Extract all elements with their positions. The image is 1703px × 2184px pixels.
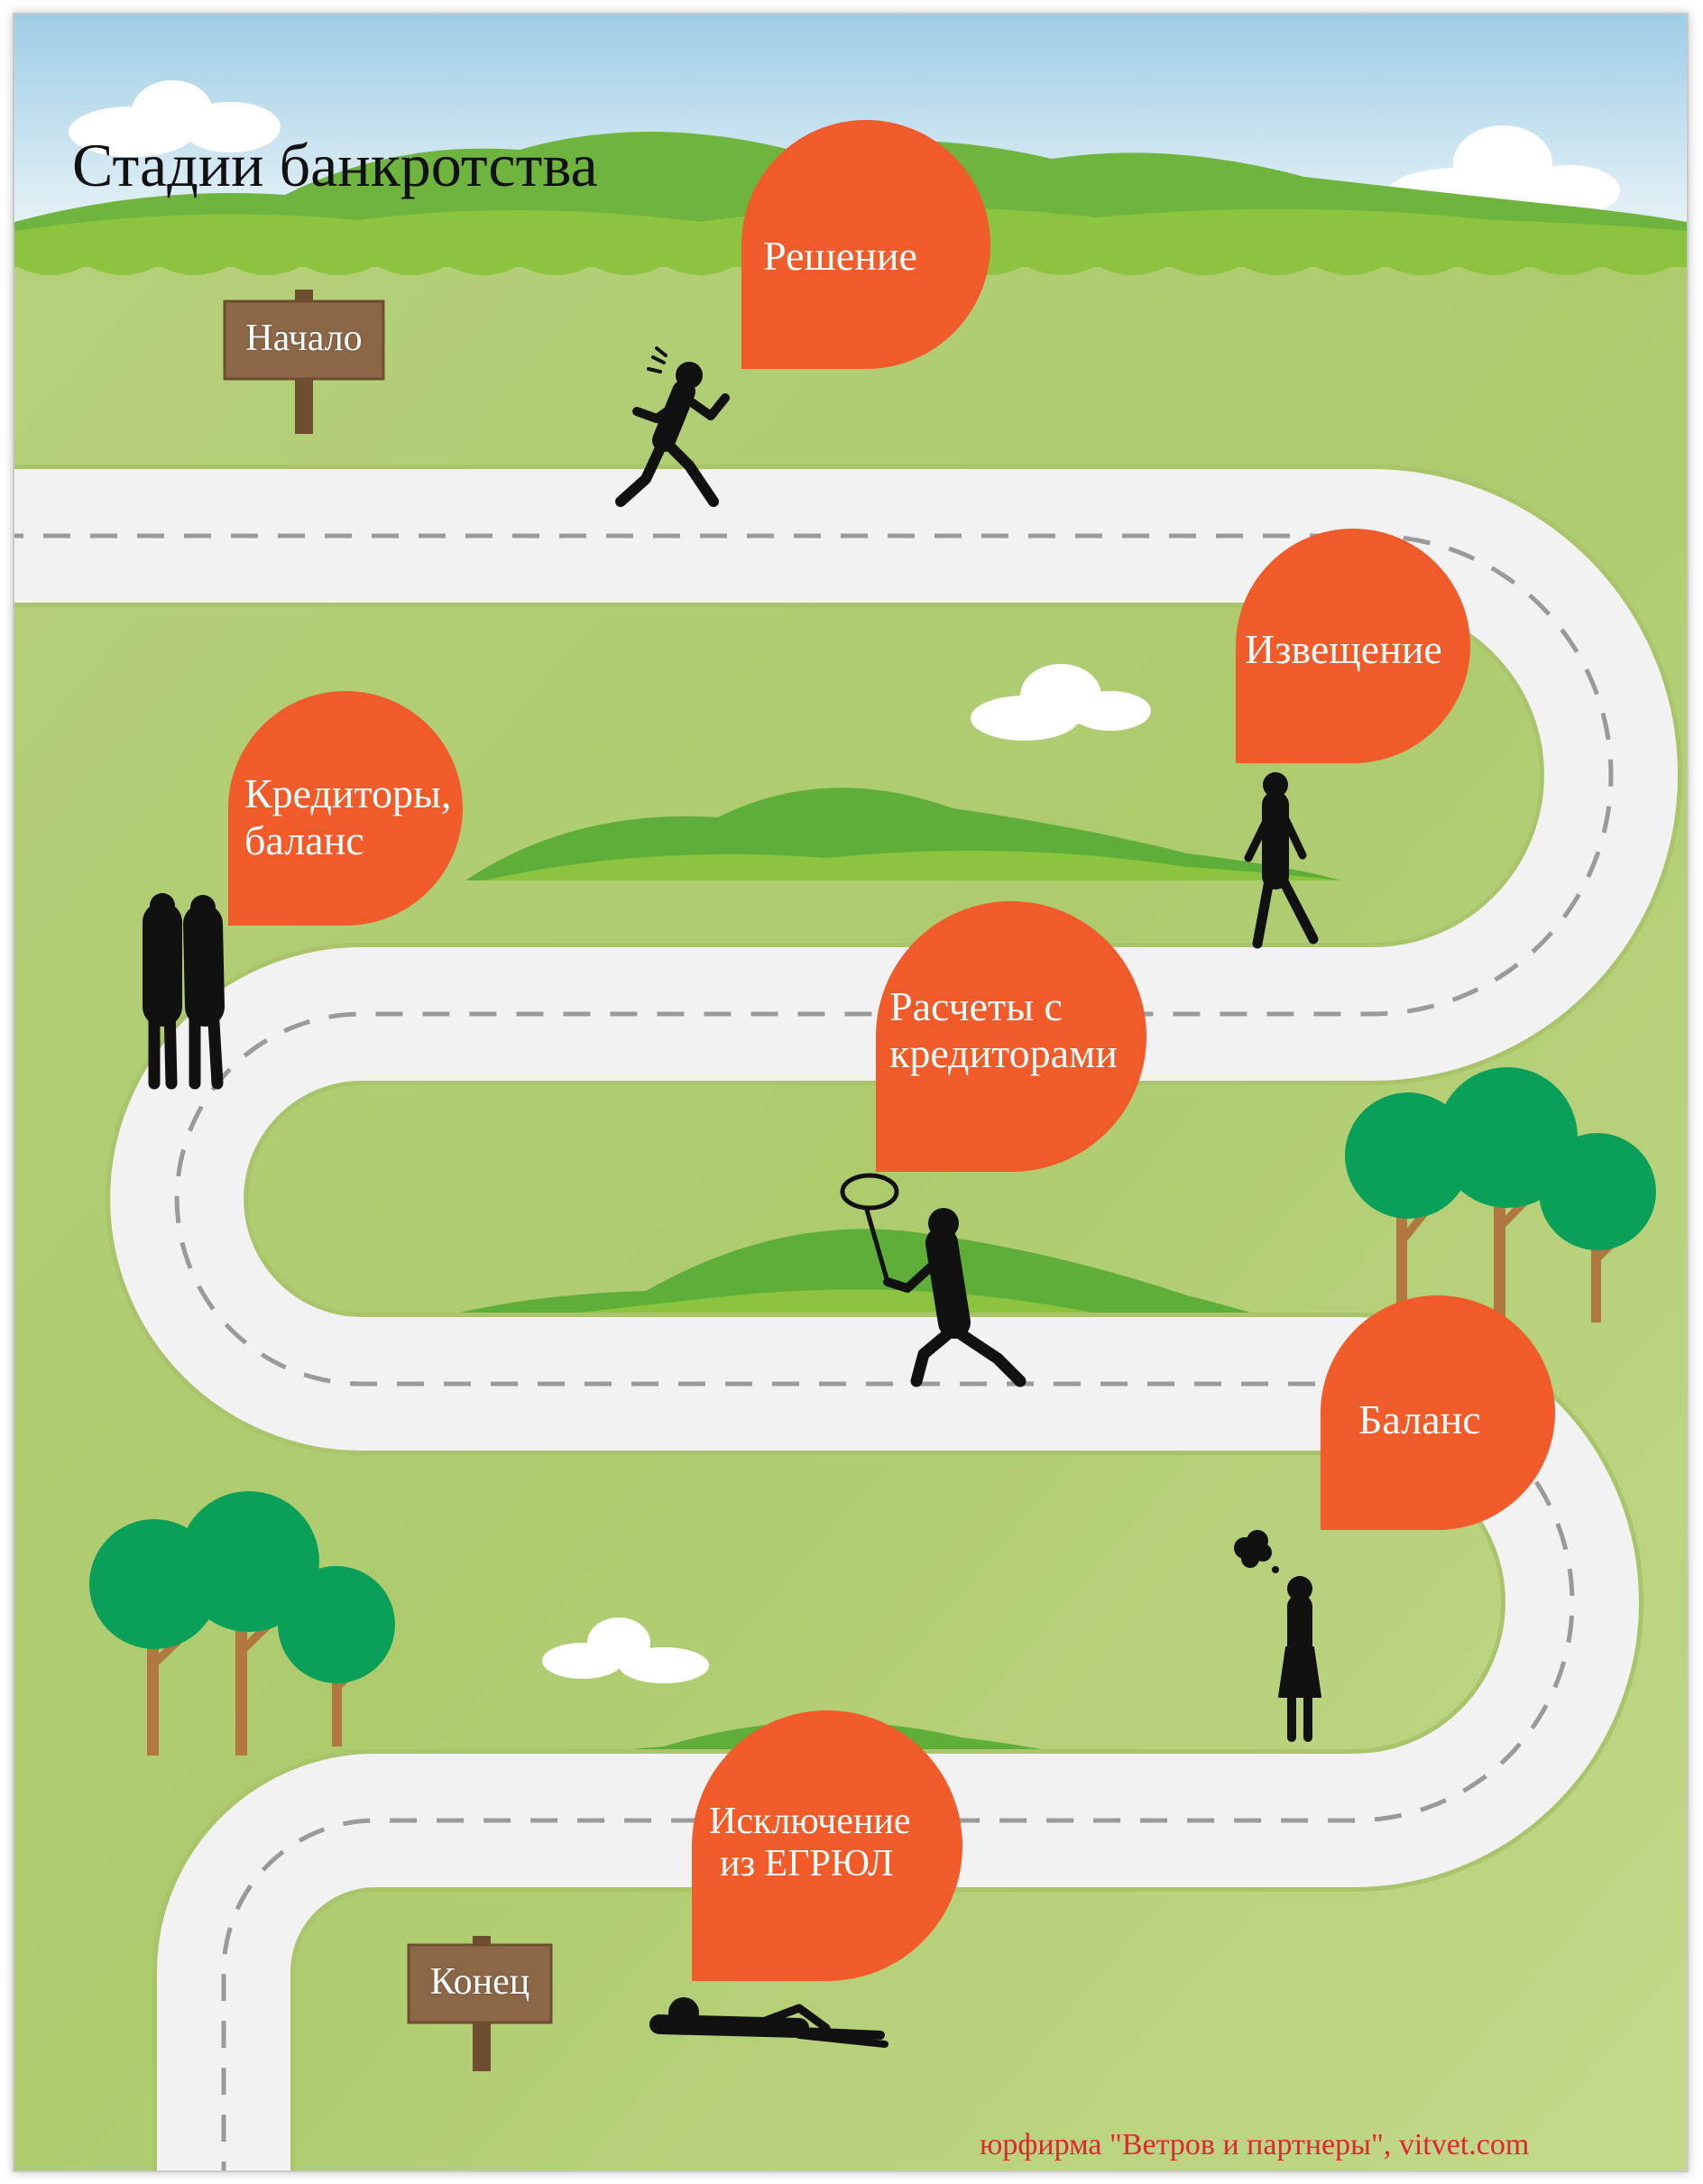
stage-exclusion-line-2: из ЕГРЮЛ: [720, 1843, 894, 1885]
tree-icon: [1539, 1133, 1656, 1322]
road: [14, 469, 1678, 2170]
start-signpost: [223, 290, 385, 434]
stage-settlements-line-2: кредиторами: [889, 1029, 1118, 1076]
tree-icon: [179, 1491, 319, 1755]
thinking-woman-icon: [1234, 1530, 1321, 1742]
stage-creditors-line-1: Кредиторы,: [244, 770, 452, 816]
bubble-balance: [1321, 1295, 1555, 1530]
stage-creditors-line-2: баланс: [244, 816, 364, 863]
hills: [483, 851, 1340, 880]
stage-exclusion-label: Исключение из ЕГРЮЛ: [709, 1801, 910, 1885]
bubble-exclusion: [692, 1710, 962, 1981]
end-signpost: [407, 1936, 553, 2071]
cloud-icon: [971, 664, 1151, 741]
stage-balance-label: Баланс: [1358, 1396, 1481, 1442]
bubble-decision: [741, 120, 990, 369]
lying-man-icon: [649, 1997, 888, 2048]
start-sign-label: Начало: [245, 318, 363, 359]
stage-notice-label: Извещение: [1245, 626, 1442, 672]
end-sign-label: Конец: [429, 1961, 530, 2003]
stage-settlements-label: Расчеты с кредиторами: [889, 983, 1118, 1076]
bubble-notice: [1236, 529, 1470, 763]
running-man-icon: [615, 346, 730, 507]
infographic-frame: Стадии банкротства Начало Конец Решение …: [13, 13, 1689, 2172]
stage-creditors-label: Кредиторы, баланс: [244, 770, 451, 863]
man-with-net-icon: [840, 1173, 1026, 1387]
scene: [14, 14, 1687, 2170]
bubble-creditors: [228, 691, 463, 926]
stage-exclusion-line-1: Исключение: [709, 1801, 911, 1842]
page-title: Стадии банкротства: [72, 131, 598, 199]
bubble-settlements: [876, 901, 1146, 1172]
two-men-icon: [143, 893, 225, 1090]
walking-man-icon: [1244, 772, 1319, 949]
cloud-icon: [542, 1617, 709, 1683]
credit-text: юрфирма "Ветров и партнеры", vitvet.com: [980, 2128, 1530, 2161]
cloud-icon: [69, 80, 281, 157]
tree-icon: [278, 1566, 395, 1746]
stage-settlements-line-1: Расчеты с: [889, 983, 1063, 1029]
stage-decision-label: Решение: [763, 233, 917, 279]
